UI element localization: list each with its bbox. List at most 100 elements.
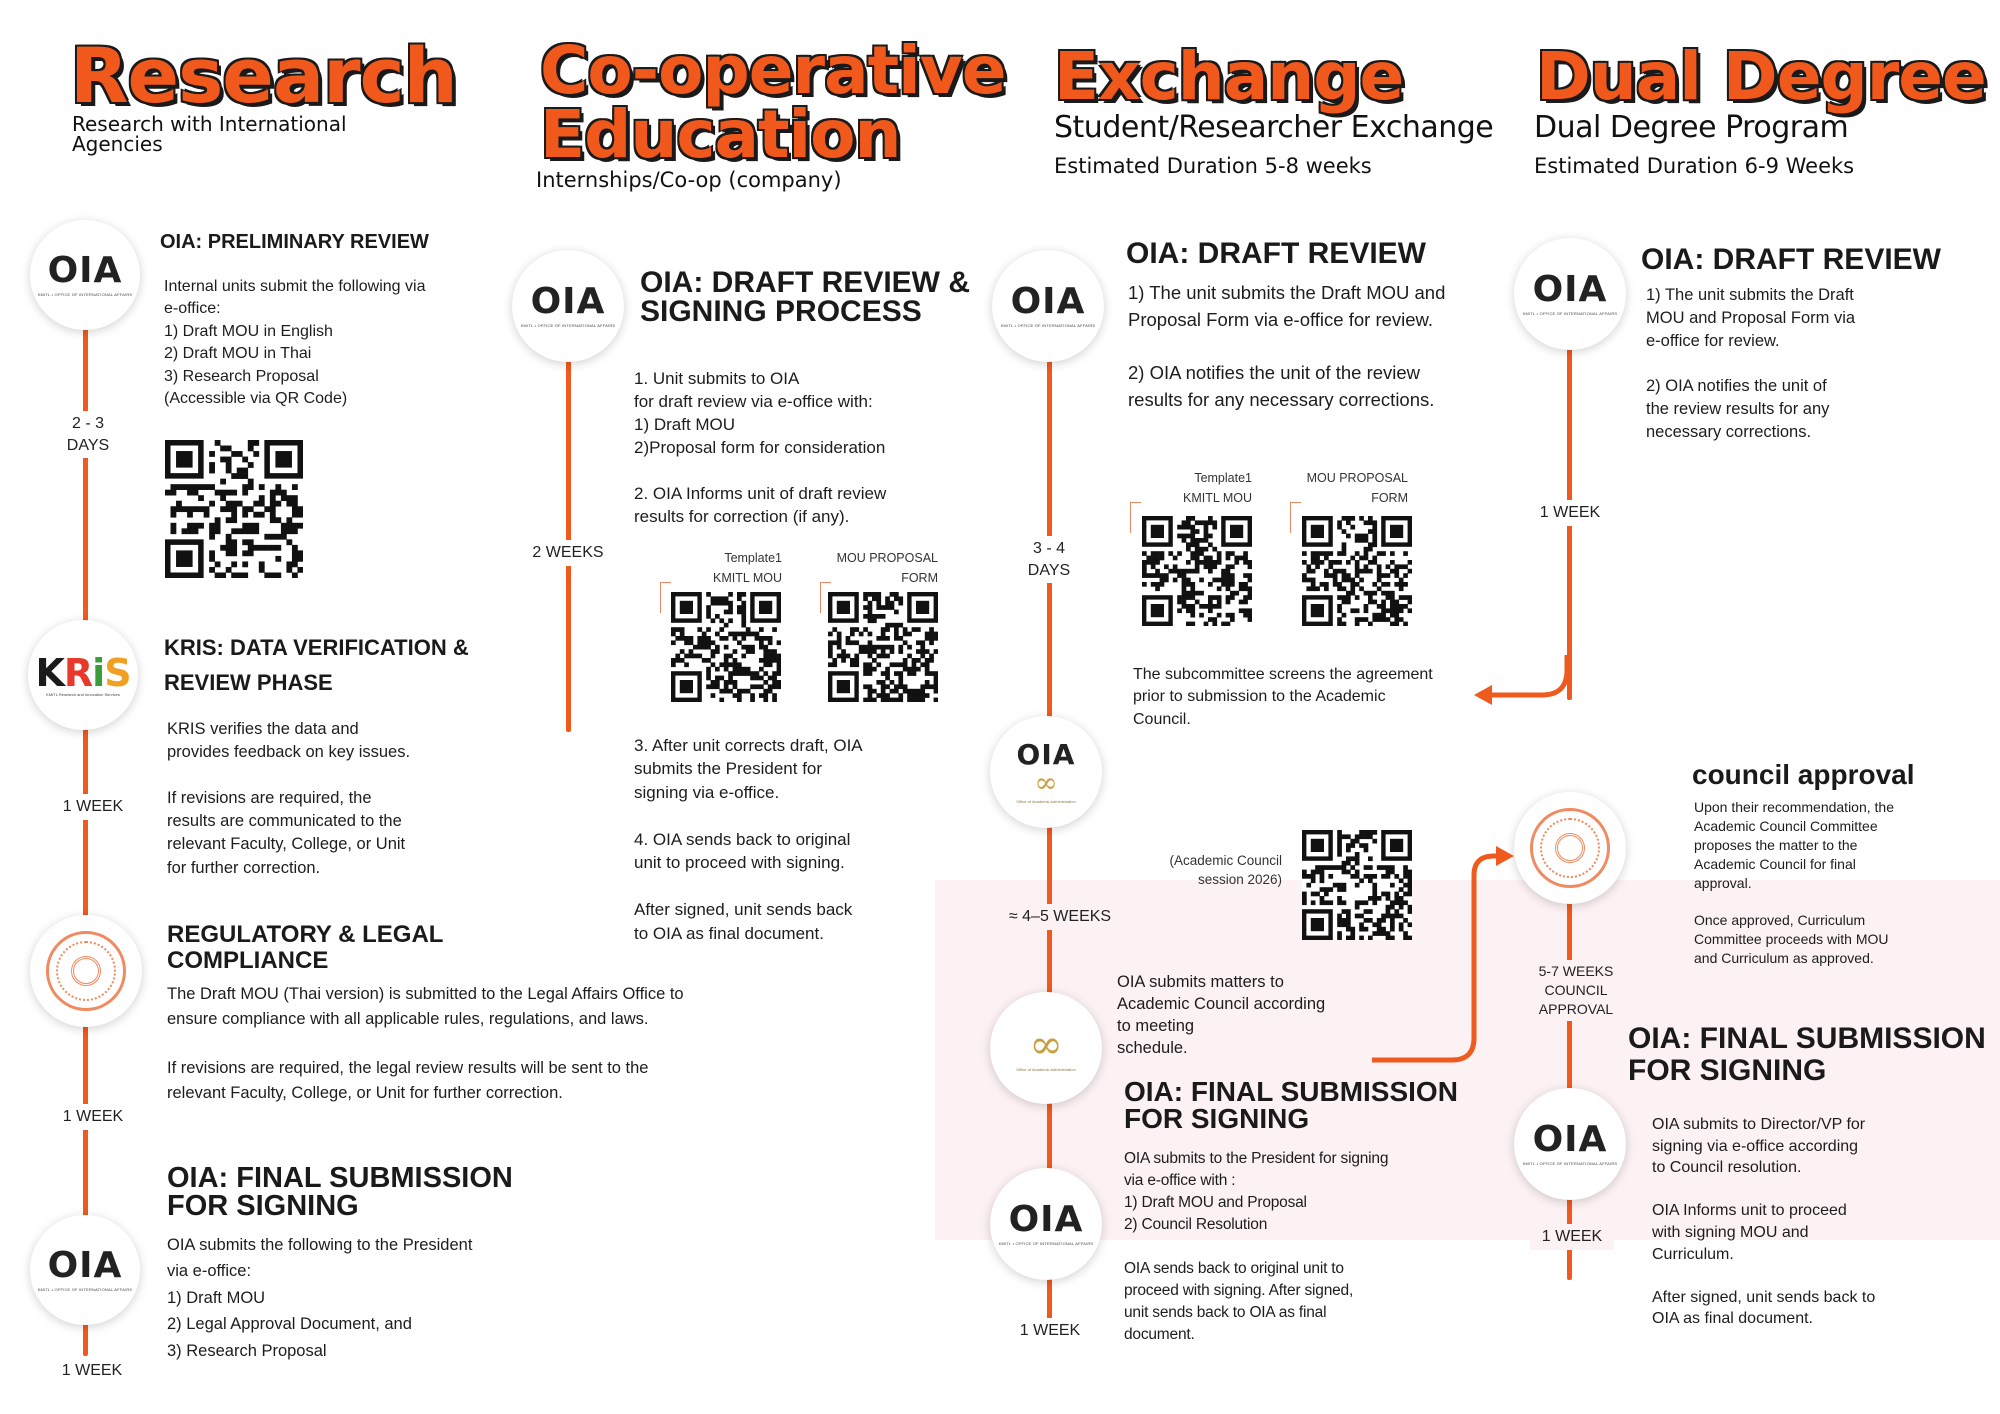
- seal-icon: [46, 931, 126, 1011]
- exchange-duration-3: 1 WEEK: [1008, 1318, 1092, 1344]
- coop-heading: OIA: DRAFT REVIEW & SIGNING PROCESS: [640, 266, 970, 329]
- exchange-oia-academic-logo: OIA ∞ Office of Academic Administration: [990, 716, 1102, 828]
- dual-duration-3: 1 WEEK: [1530, 1224, 1614, 1250]
- arrow-dual-to-subcommittee: [1490, 655, 1570, 698]
- dual-draft-review-body: 1) The unit submits the Draft MOU and Pr…: [1646, 286, 1856, 441]
- exchange-heading-final-submission: OIA: FINAL SUBMISSION FOR SIGNING: [1124, 1076, 1458, 1135]
- exchange-oia-logo-2: OIA KMITL • OFFICE OF INTERNATIONAL AFFA…: [990, 1168, 1102, 1280]
- dual-final-submission-body: OIA submits to Director/VP for signing v…: [1652, 1116, 1876, 1328]
- coop-duration: 2 WEEKS: [528, 540, 608, 566]
- coop-qr2-label: MOU PROPOSAL FORM: [836, 551, 938, 585]
- oia-logo-subtext: KMITL • OFFICE OF INTERNATIONAL AFFAIRS: [1522, 311, 1618, 316]
- research-subtitle: Research with International Agencies: [72, 112, 347, 156]
- council-seal: [1514, 792, 1626, 904]
- dual-duration-2: 5-7 WEEKS COUNCIL APPROVAL: [1528, 960, 1624, 1021]
- exchange-subcommittee-text: The subcommittee screens the agreement p…: [1133, 666, 1433, 728]
- research-step3-heading: REGULATORY & LEGAL COMPLIANCE: [167, 921, 444, 974]
- arrowhead-right-icon: [1496, 846, 1514, 866]
- exchange-council-text: OIA submits matters to Academic Council …: [1117, 973, 1326, 1057]
- research-step1-heading: OIA: PRELIMINARY REVIEW: [160, 231, 429, 253]
- oia-logo-text: OIA: [1008, 1199, 1084, 1240]
- exchange-qr3-label: (Academic Council session 2026): [1169, 853, 1282, 887]
- coop-proposal-form-qr-code[interactable]: [828, 592, 939, 703]
- oia-logo-subtext: KMITL • OFFICE OF INTERNATIONAL AFFAIRS: [998, 1241, 1094, 1246]
- research-step2-heading: KRIS: DATA VERIFICATION & REVIEW PHASE: [164, 635, 469, 696]
- academic-office-logo: ∞ Office of Academic Administration: [990, 992, 1102, 1104]
- dual-heading-council-approval: council approval: [1692, 759, 1915, 790]
- dual-timeline-lower: [1567, 880, 1572, 1280]
- research-step1-body: Internal units submit the following via …: [164, 278, 426, 407]
- seal-icon: [1530, 808, 1610, 888]
- dual-title: Dual Degree: [1536, 38, 1987, 115]
- dual-subtitle: Dual Degree Program: [1534, 110, 1849, 145]
- coop-qr1-label: Template1 KMITL MOU: [713, 551, 782, 585]
- exchange-subtitle: Student/Researcher Exchange: [1054, 110, 1494, 145]
- research-step1-duration: 2 - 3 DAYS: [55, 411, 121, 459]
- oia-logo-subtext: KMITL • OFFICE OF INTERNATIONAL AFFAIRS: [1522, 1161, 1618, 1166]
- oia-logo-subtext: KMITL • OFFICE OF INTERNATIONAL AFFAIRS: [1000, 323, 1096, 328]
- coop-title-line2: Education: [540, 96, 901, 173]
- oia-logo-text: OIA: [1010, 281, 1086, 322]
- coop-timeline: [566, 340, 571, 732]
- dual-estimate: Estimated Duration 6-9 Weeks: [1534, 154, 1855, 178]
- coop-kmitl-mou-qr-code[interactable]: [671, 592, 782, 703]
- exchange-proposal-form-qr-code[interactable]: [1302, 516, 1413, 627]
- research-oia-logo-1: OIA KMITL • OFFICE OF INTERNATIONAL AFFA…: [30, 220, 140, 330]
- dual-council-approval-body: Upon their recommendation, the Academic …: [1694, 799, 1894, 967]
- oia-logo-subtext: KMITL • OFFICE OF INTERNATIONAL AFFAIRS: [520, 323, 616, 328]
- kris-logo: KRiS KMITL Research and Innovation Servi…: [28, 620, 138, 730]
- oia-logo-subtext: KMITL • OFFICE OF INTERNATIONAL AFFAIRS: [37, 292, 133, 297]
- oia-logo-text: OIA: [47, 1245, 123, 1286]
- research-oia-logo-2: OIA KMITL • OFFICE OF INTERNATIONAL AFFA…: [30, 1215, 140, 1325]
- oia-logo-text: OIA: [530, 281, 606, 322]
- coop-body-part1: 1. Unit submits to OIA for draft review …: [634, 369, 887, 526]
- dual-heading-final-submission: OIA: FINAL SUBMISSION FOR SIGNING: [1628, 1022, 1986, 1087]
- exchange-oia-logo-1: OIA KMITL • OFFICE OF INTERNATIONAL AFFA…: [992, 250, 1104, 362]
- kris-logo-subtext: KMITL Research and Innovation Services: [46, 691, 120, 697]
- research-step2-body: KRIS verifies the data and provides feed…: [167, 720, 411, 877]
- research-title: Research: [70, 31, 458, 120]
- qr-bracket: [1130, 502, 1141, 533]
- dual-oia-logo-1: OIA KMITL • OFFICE OF INTERNATIONAL AFFA…: [1514, 238, 1626, 350]
- qr-bracket: [1290, 502, 1301, 533]
- research-timeline: [83, 320, 88, 1356]
- exchange-final-submission-body: OIA submits to the President for signing…: [1124, 1150, 1389, 1343]
- highlight-band: [935, 880, 2000, 1240]
- coop-subtitle: Internships/Co-op (company): [536, 168, 842, 192]
- exchange-kmitl-mou-qr-code[interactable]: [1142, 516, 1253, 627]
- exchange-estimate: Estimated Duration 5-8 weeks: [1054, 154, 1372, 178]
- oia-logo-subtext: KMITL • OFFICE OF INTERNATIONAL AFFAIRS: [37, 1287, 133, 1292]
- exchange-timeline: [1047, 340, 1052, 1320]
- academic-logo-subtext: Office of Academic Administration: [1016, 798, 1076, 804]
- exchange-duration-1: 3 - 4 DAYS: [1016, 536, 1082, 584]
- exchange-draft-review-body: 1) The unit submits the Draft MOU and Pr…: [1128, 282, 1446, 411]
- exchange-title: Exchange: [1054, 38, 1404, 115]
- dual-duration-1: 1 WEEK: [1530, 500, 1610, 526]
- coop-body-part2: 3. After unit corrects draft, OIA submit…: [634, 736, 863, 943]
- exchange-duration-2: ≈ 4–5 WEEKS: [1004, 904, 1116, 930]
- research-step3-duration: 1 WEEK: [55, 1104, 131, 1130]
- research-proposal-qr-code[interactable]: [165, 440, 304, 579]
- academic-infinity-icon: ∞: [1029, 1021, 1063, 1068]
- research-step2-duration: 1 WEEK: [55, 794, 131, 820]
- kris-logo-text: KRiS: [35, 650, 131, 695]
- exchange-qr2-label: MOU PROPOSAL FORM: [1306, 471, 1408, 505]
- research-step3-body: The Draft MOU (Thai version) is submitte…: [167, 985, 684, 1102]
- dual-heading-draft-review: OIA: DRAFT REVIEW: [1641, 243, 1941, 276]
- research-step4-body: OIA submits the following to the Preside…: [167, 1236, 473, 1360]
- research-step4-duration: 1 WEEK: [52, 1358, 132, 1384]
- legal-office-seal: [30, 915, 142, 1027]
- oia-logo-text: OIA: [1532, 269, 1608, 310]
- academic-logo-subtext: Office of Academic Administration: [1016, 1066, 1076, 1072]
- academic-council-qr-code[interactable]: [1302, 830, 1413, 941]
- oia-logo-text: OIA: [47, 250, 123, 291]
- coop-oia-logo: OIA KMITL • OFFICE OF INTERNATIONAL AFFA…: [512, 250, 624, 362]
- exchange-qr1-label: Template1 KMITL MOU: [1183, 471, 1252, 505]
- coop-title-line1: Co-operative: [540, 32, 1007, 109]
- dual-oia-logo-2: OIA KMITL • OFFICE OF INTERNATIONAL AFFA…: [1514, 1088, 1626, 1200]
- oia-logo-text: OIA: [1532, 1119, 1608, 1160]
- arrow-council-to-dual: [1372, 853, 1498, 1063]
- qr-bracket: [820, 582, 831, 613]
- oia-logo-text: OIA: [1016, 737, 1076, 771]
